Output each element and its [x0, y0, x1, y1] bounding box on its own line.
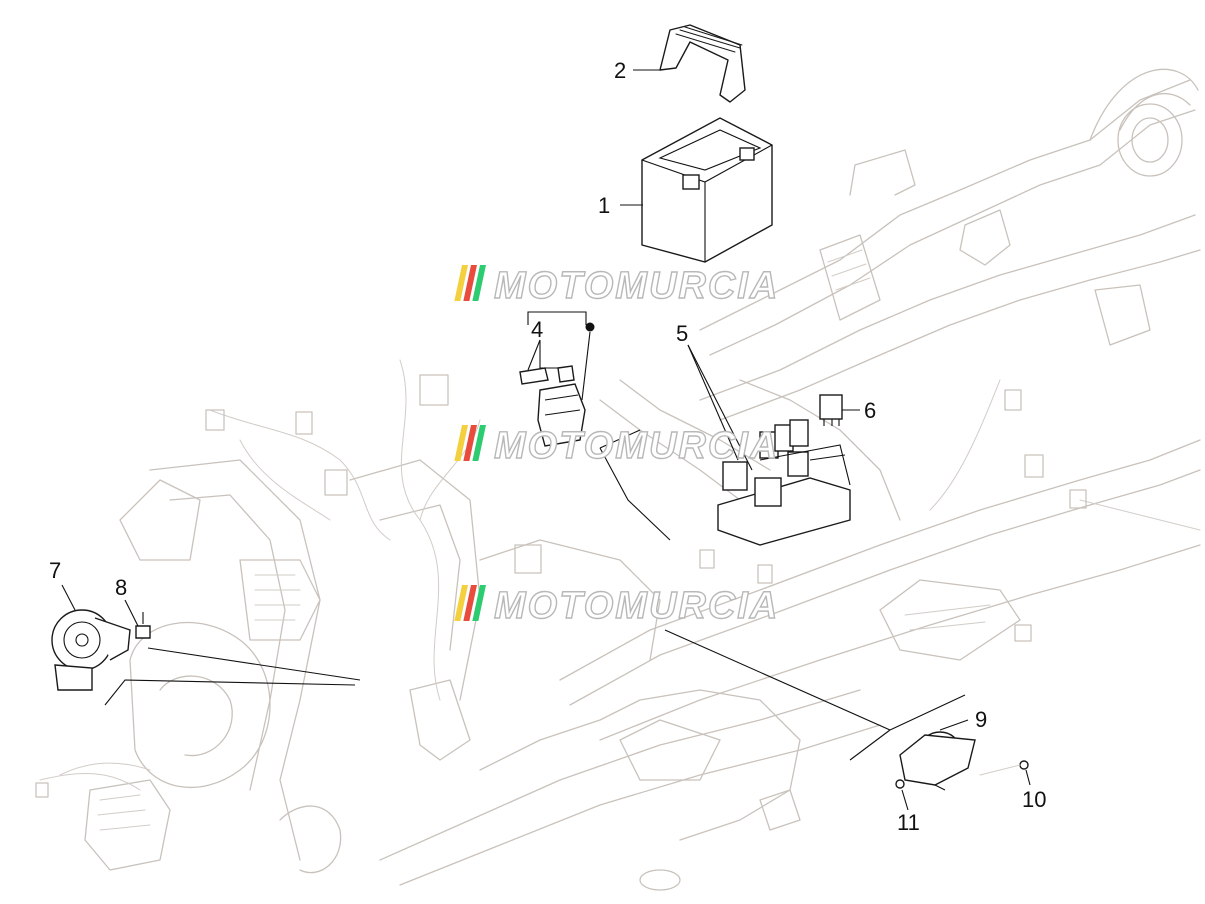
- watermark-stripe: [472, 585, 486, 621]
- watermark-text: MOTOMURCIA: [494, 425, 779, 467]
- horn-bracket-part: [899, 731, 976, 791]
- watermark-stripe: [463, 425, 477, 461]
- callout-6: 6: [864, 398, 876, 423]
- callout-10: 10: [1022, 787, 1046, 812]
- callout-4: 4: [531, 317, 543, 342]
- battery-part: [641, 117, 773, 263]
- callout-2: 2: [614, 58, 626, 83]
- watermark-1: MOTOMURCIA: [454, 264, 779, 308]
- relay-part: [819, 394, 843, 426]
- relay-box-part: [717, 419, 851, 546]
- callout-labels: 1 2 4 5 6 7 8 9 10 11: [49, 58, 1046, 835]
- callout-7: 7: [49, 558, 61, 583]
- bullet-marker: [585, 322, 595, 332]
- watermark-stripe: [472, 265, 486, 301]
- watermark-3: MOTOMURCIA: [454, 584, 779, 628]
- watermark-text: MOTOMURCIA: [494, 585, 779, 627]
- nut-part-11: [895, 779, 905, 789]
- watermark-stripe: [463, 585, 477, 621]
- watermark-stripe: [454, 265, 468, 301]
- screw-part-10: [979, 760, 1029, 776]
- callout-8: 8: [115, 575, 127, 600]
- horn-part: [51, 609, 131, 691]
- callout-5: 5: [676, 321, 688, 346]
- callout-1: 1: [598, 193, 610, 218]
- watermark-stripe: [472, 425, 486, 461]
- watermark-stripe: [454, 425, 468, 461]
- watermark-stripe: [454, 585, 468, 621]
- screw-part-8: [135, 612, 151, 639]
- watermark-2: MOTOMURCIA: [454, 424, 779, 468]
- watermark-stripe: [463, 265, 477, 301]
- callout-11: 11: [897, 810, 920, 835]
- leader-lines: [61, 69, 1031, 811]
- callout-9: 9: [975, 707, 987, 732]
- battery-strap-part: [659, 24, 746, 103]
- fuse-holder-part: [519, 365, 586, 447]
- watermark-text: MOTOMURCIA: [494, 265, 779, 307]
